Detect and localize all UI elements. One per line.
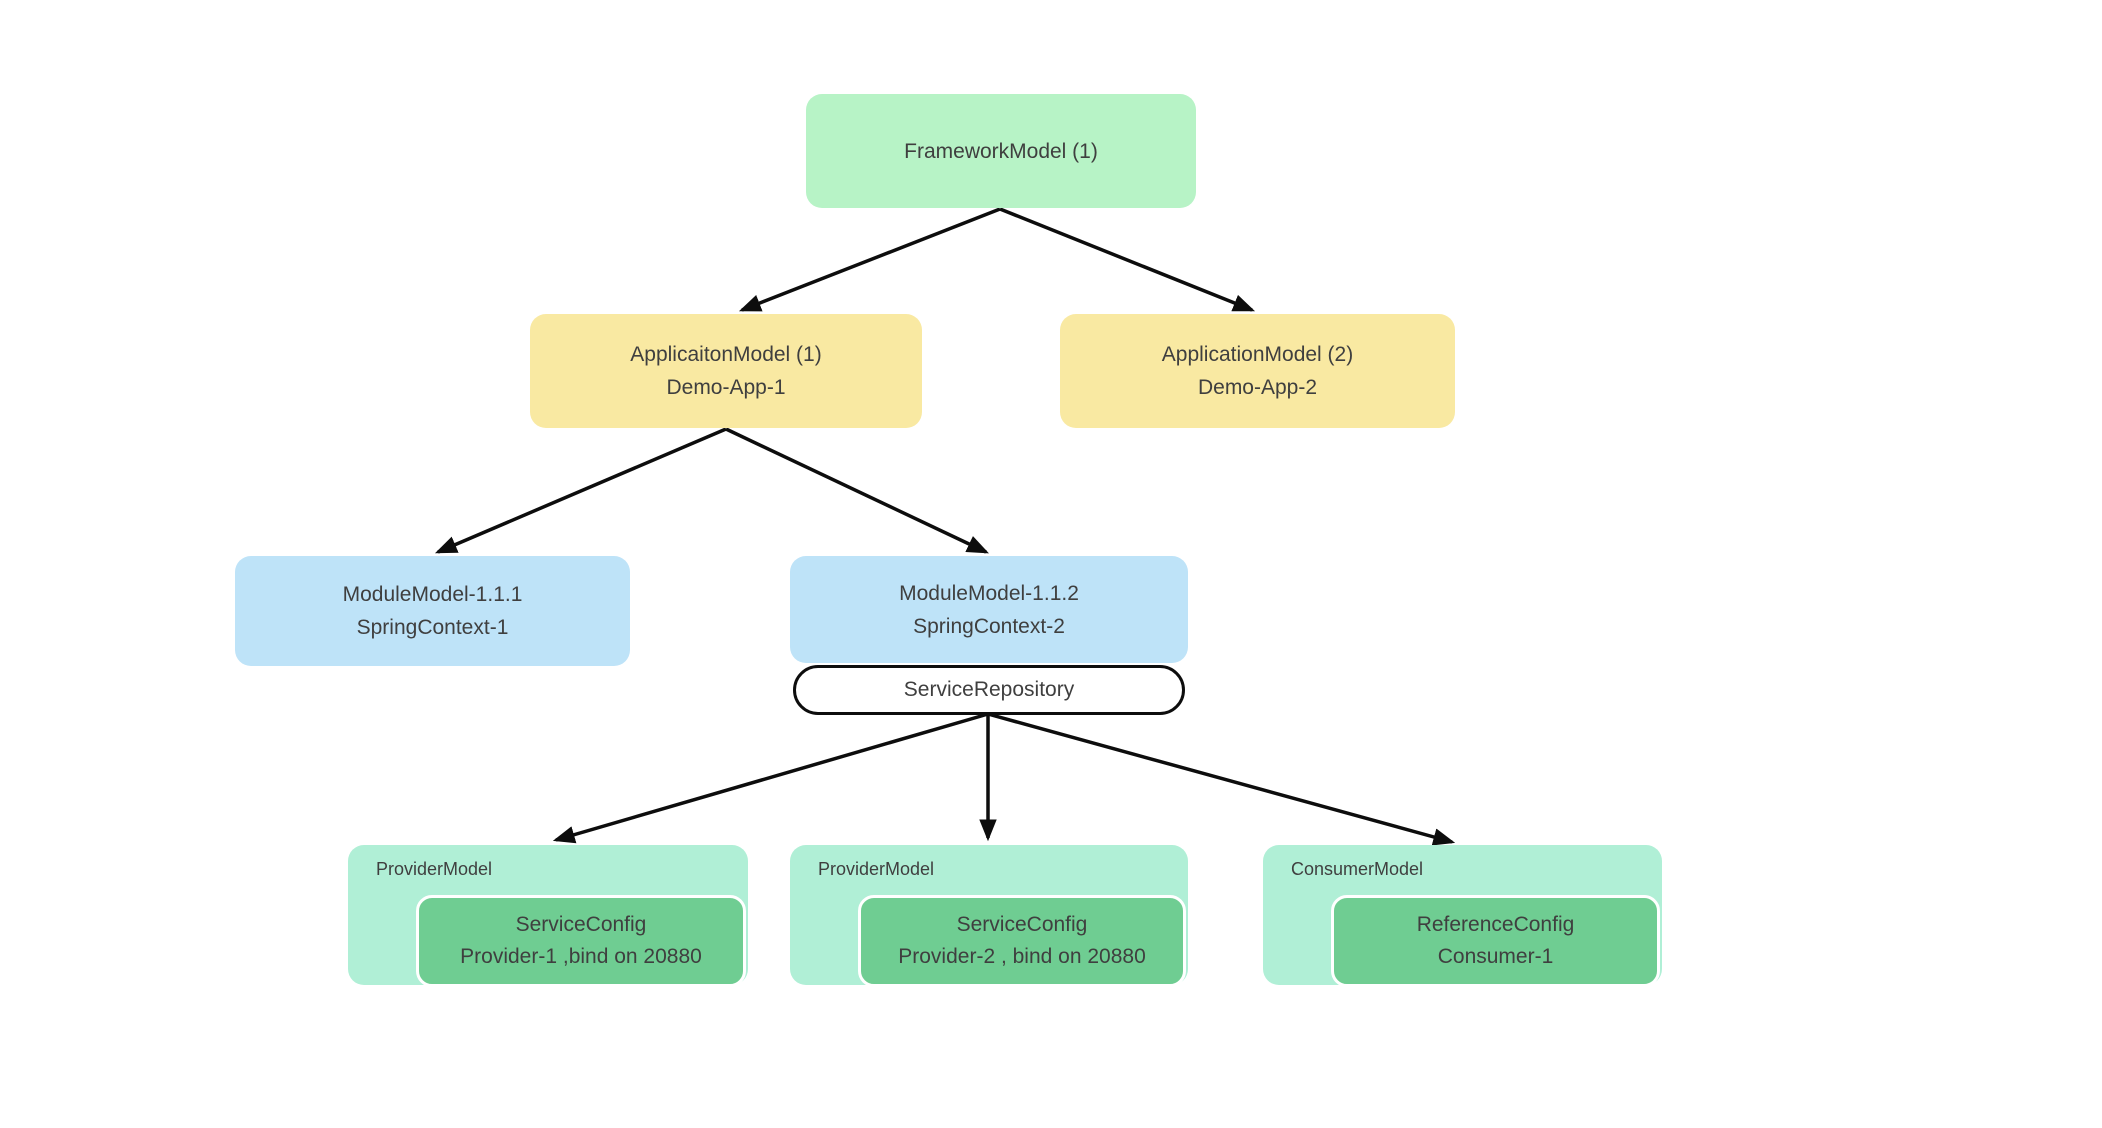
node-consumer-model-1: ConsumerModel ReferenceConfig Consumer-1 xyxy=(1263,845,1662,987)
node-service-config-2: ServiceConfig Provider-2 , bind on 20880 xyxy=(858,895,1186,987)
node-module-model-1-1-2: ModuleModel-1.1.2 SpringContext-2 xyxy=(790,556,1188,663)
config-title: ReferenceConfig xyxy=(1416,913,1575,936)
node-provider-model-1: ProviderModel ServiceConfig Provider-1 ,… xyxy=(348,845,748,987)
arrow-app1-to-module1 xyxy=(434,427,727,554)
arrow-repository-to-consumer1 xyxy=(987,712,1456,846)
config-title: ServiceConfig xyxy=(956,913,1088,936)
node-title: ModuleModel-1.1.2 xyxy=(899,581,1079,605)
node-title: ApplicationModel (2) xyxy=(1161,343,1354,366)
arrow-app1-to-module2 xyxy=(725,427,989,554)
node-framework-model: FrameworkModel (1) xyxy=(806,94,1196,208)
arrow-framework-to-app2 xyxy=(999,207,1256,312)
node-subtitle: SpringContext-2 xyxy=(913,614,1065,638)
node-subtitle: Demo-App-1 xyxy=(666,376,786,399)
node-provider-model-2: ProviderModel ServiceConfig Provider-2 ,… xyxy=(790,845,1188,987)
group-label: ConsumerModel xyxy=(1291,859,1424,879)
node-title: ServiceRepository xyxy=(903,678,1075,701)
node-title: ModuleModel-1.1.1 xyxy=(342,583,523,606)
arrow-framework-to-app1 xyxy=(738,207,1001,312)
node-service-repository: ServiceRepository xyxy=(793,665,1185,715)
config-title: ServiceConfig xyxy=(515,913,647,936)
group-label: ProviderModel xyxy=(818,859,935,879)
group-label: ProviderModel xyxy=(376,859,493,879)
node-subtitle: Demo-App-2 xyxy=(1197,376,1318,399)
config-subtitle: Provider-1 ,bind on 20880 xyxy=(460,945,702,968)
node-title: FrameworkModel (1) xyxy=(904,139,1098,163)
config-subtitle: Provider-2 , bind on 20880 xyxy=(898,945,1146,968)
arrow-repository-to-provider1 xyxy=(552,712,989,844)
node-module-model-1-1-1: ModuleModel-1.1.1 SpringContext-1 xyxy=(235,556,630,666)
node-title: ApplicaitonModel (1) xyxy=(630,343,822,366)
config-subtitle: Consumer-1 xyxy=(1437,945,1554,968)
node-subtitle: SpringContext-1 xyxy=(356,616,509,639)
node-reference-config-1: ReferenceConfig Consumer-1 xyxy=(1331,895,1660,987)
node-service-config-1: ServiceConfig Provider-1 ,bind on 20880 xyxy=(416,895,746,987)
node-application-model-2: ApplicationModel (2) Demo-App-2 xyxy=(1060,314,1455,428)
node-application-model-1: ApplicaitonModel (1) Demo-App-1 xyxy=(530,314,922,428)
